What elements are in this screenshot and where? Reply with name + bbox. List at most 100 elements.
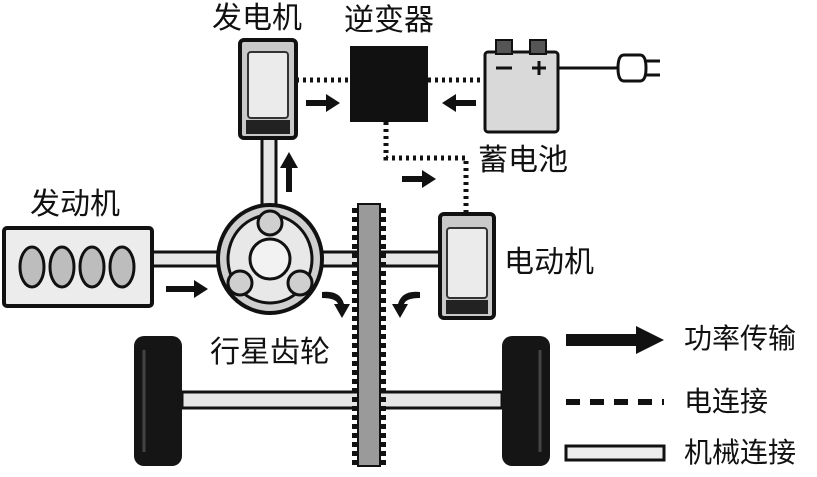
planet-gear — [286, 269, 314, 297]
motor-screen — [446, 227, 488, 299]
gear-tooth — [352, 406, 358, 411]
gear-tooth — [380, 271, 386, 276]
wheel-left — [134, 336, 182, 466]
gear-tooth — [380, 253, 386, 258]
gear-tooth — [352, 370, 358, 375]
gear-tooth — [380, 325, 386, 330]
gear-tooth — [380, 361, 386, 366]
legend-electrical-label: 电连接 — [684, 385, 769, 418]
planet-gear — [226, 269, 254, 297]
engine-block — [2, 226, 154, 308]
arrow-right-icon — [306, 94, 340, 112]
gear-tooth — [352, 253, 358, 258]
plug-icon — [616, 53, 648, 83]
electrical-connections — [296, 77, 485, 214]
charging-plug — [558, 53, 660, 83]
engine-label: 发动机 — [30, 187, 120, 222]
legend-power-label: 功率传输 — [684, 322, 797, 355]
gear-tooth — [352, 208, 358, 213]
reduction-gear — [352, 203, 386, 467]
gear-tooth — [352, 316, 358, 321]
gear-tooth — [352, 361, 358, 366]
gear-tooth — [380, 316, 386, 321]
gear-tooth — [380, 460, 386, 465]
gear-tooth — [380, 226, 386, 231]
gear-tooth — [352, 343, 358, 348]
gear-tooth — [352, 415, 358, 420]
gear-tooth — [352, 271, 358, 276]
gear-tooth — [380, 307, 386, 312]
arrow-left-icon — [442, 94, 476, 112]
cylinder-icon — [78, 245, 106, 289]
gear-tooth — [380, 442, 386, 447]
gear-tooth — [352, 307, 358, 312]
gear-tooth — [352, 280, 358, 285]
gear-tooth — [380, 217, 386, 222]
arrow-right-icon — [402, 170, 436, 188]
generator — [238, 38, 298, 140]
gear-tooth — [352, 460, 358, 465]
gear-tooth — [352, 424, 358, 429]
gear-tooth — [352, 262, 358, 267]
gear-tooth — [380, 388, 386, 393]
generator-label: 发电机 — [212, 1, 302, 36]
cylinder-icon — [48, 245, 76, 289]
planet-gear — [256, 209, 284, 237]
arrow-right-icon — [166, 280, 208, 298]
gear-tooth — [352, 352, 358, 357]
gear-tooth — [352, 325, 358, 330]
legend — [564, 326, 666, 462]
motor-label: 电动机 — [504, 245, 594, 280]
gear-tooth — [352, 397, 358, 402]
gear-tooth — [380, 244, 386, 249]
gear-tooth — [380, 451, 386, 456]
engine — [2, 226, 154, 308]
gear-tooth — [352, 388, 358, 393]
gear-tooth — [352, 334, 358, 339]
battery — [483, 39, 560, 134]
battery-terminal-neg — [495, 39, 513, 55]
gear-tooth — [380, 406, 386, 411]
gear-tooth — [352, 379, 358, 384]
gear-tooth — [352, 298, 358, 303]
inverter — [350, 46, 428, 122]
gear-tooth — [380, 397, 386, 402]
gear-tooth — [380, 379, 386, 384]
battery-label: 蓄电池 — [478, 143, 568, 178]
gear-tooth — [380, 298, 386, 303]
power-flow-arrows — [166, 94, 476, 318]
gear-tooth — [380, 334, 386, 339]
gear-tooth — [380, 289, 386, 294]
gear-tooth — [352, 451, 358, 456]
wheels — [134, 336, 550, 466]
planetary-gear — [216, 203, 324, 315]
gear-tooth — [380, 280, 386, 285]
arrow-up-icon — [280, 152, 298, 192]
gear-tooth — [352, 289, 358, 294]
generator-screen — [247, 51, 289, 119]
gear-tooth — [380, 433, 386, 438]
wire-inverter-motor — [383, 122, 469, 214]
gear-tooth — [380, 352, 386, 357]
gear-tooth — [380, 208, 386, 213]
gear-tooth — [352, 235, 358, 240]
toothed-gear-strip — [357, 203, 381, 467]
cylinder-icon — [108, 245, 136, 289]
gear-tooth — [352, 217, 358, 222]
battery-terminal-pos — [529, 39, 547, 55]
axle — [180, 390, 504, 410]
gear-tooth — [352, 226, 358, 231]
gear-tooth — [380, 424, 386, 429]
gear-tooth — [380, 415, 386, 420]
gear-tooth — [380, 370, 386, 375]
battery-body — [483, 50, 560, 134]
planetary-gear-label: 行星齿轮 — [210, 335, 330, 370]
arrow-curved-down-icon — [322, 291, 350, 318]
gear-tooth — [380, 262, 386, 267]
gear-tooth — [380, 235, 386, 240]
sun-gear — [248, 237, 292, 281]
cylinder-icon — [18, 245, 46, 289]
inverter-label: 逆变器 — [344, 3, 434, 38]
